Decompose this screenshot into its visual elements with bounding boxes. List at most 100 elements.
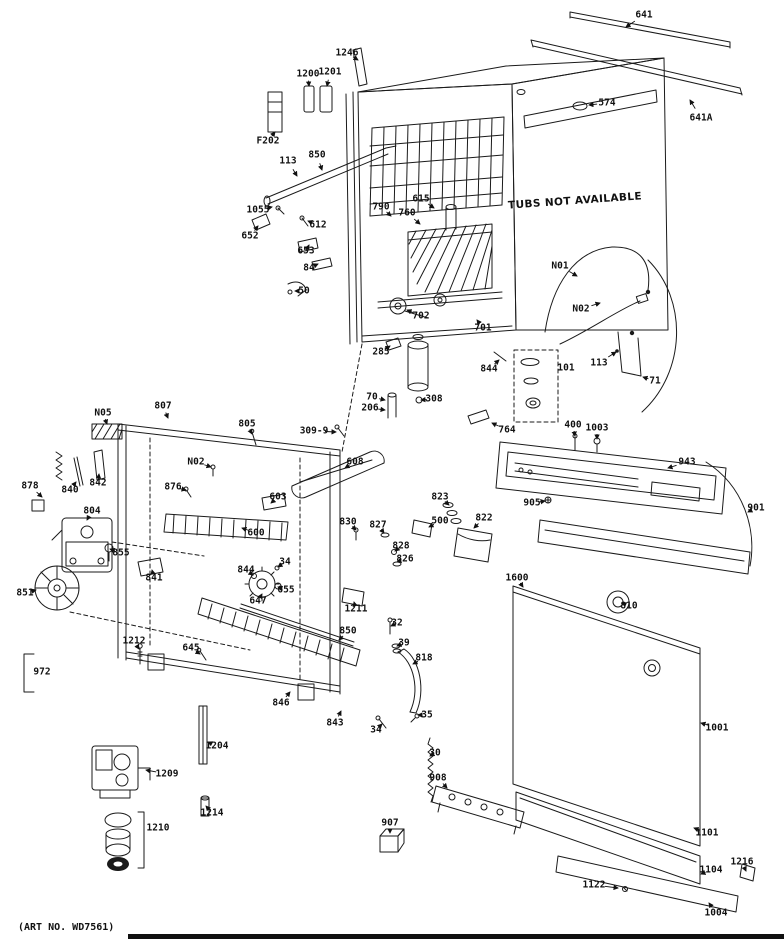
leader-line — [693, 827, 701, 833]
leader-line — [270, 498, 277, 504]
leader-line — [253, 225, 259, 232]
leader-line — [205, 805, 211, 812]
part-label: 645 — [182, 642, 200, 654]
part-label: 647 — [249, 595, 267, 607]
part-label: 810 — [620, 600, 638, 612]
leader-line — [257, 593, 263, 600]
part-label: 826 — [396, 553, 414, 565]
part-label: 1209 — [155, 768, 179, 780]
part-label: 641 — [635, 9, 653, 21]
leader-line — [747, 507, 754, 513]
hoses-and-harness — [544, 246, 677, 413]
part-label: 804 — [83, 505, 101, 517]
part-label: 1055 — [246, 204, 270, 216]
part-label: 850 — [308, 149, 326, 161]
door-panel — [512, 585, 701, 847]
part-label: 285 — [372, 346, 390, 358]
leader-line — [285, 691, 291, 698]
part-label: 846 — [272, 697, 290, 709]
leader-line — [180, 486, 187, 492]
leader-line — [741, 865, 747, 872]
part-label: 641A — [689, 112, 713, 124]
leader-line — [588, 101, 598, 108]
leader-line — [207, 741, 214, 747]
part-label: 1104 — [699, 864, 723, 876]
part-label: 822 — [475, 512, 493, 524]
leader-line — [443, 499, 450, 506]
leader-line — [604, 884, 619, 891]
part-label: 574 — [598, 97, 616, 109]
motor-and-pump — [31, 423, 164, 611]
footer-rule — [128, 934, 784, 939]
leader-line — [247, 428, 253, 435]
part-label: 760 — [398, 207, 416, 219]
part-label: 830 — [339, 516, 357, 528]
part-label: 500 — [431, 515, 449, 527]
part-label: N02 — [187, 456, 205, 468]
part-label: 850 — [339, 625, 357, 637]
part-label: 855 — [112, 547, 130, 559]
part-label: 400 — [564, 419, 582, 431]
part-label: 851 — [16, 587, 34, 599]
leader-line — [270, 131, 276, 138]
art-number: (ART NO. WD7561) — [18, 922, 115, 933]
part-label: 840 — [61, 484, 79, 496]
leader-line — [689, 99, 696, 109]
leader-line — [428, 522, 435, 528]
part-label: 843 — [326, 717, 344, 729]
part-label: 878 — [21, 480, 39, 492]
part-label: 1204 — [205, 740, 229, 752]
leader-line — [336, 710, 342, 717]
leader-line — [708, 902, 714, 909]
part-label: 655 — [277, 584, 295, 596]
part-label: 612 — [309, 219, 327, 231]
part-label: 1246 — [335, 47, 359, 59]
part-label: F202 — [256, 135, 280, 147]
leader-line — [385, 210, 392, 217]
leader-line — [312, 263, 319, 269]
leader-line — [396, 641, 403, 647]
part-label: 818 — [415, 652, 433, 664]
leader-line — [427, 203, 435, 209]
part-label: 1216 — [730, 856, 754, 868]
part-label: 1200 — [296, 68, 320, 80]
part-label: 943 — [678, 456, 696, 468]
part-label: 615 — [412, 193, 430, 205]
part-label: 1201 — [318, 66, 342, 78]
part-label: 842 — [89, 477, 107, 489]
leader-line — [194, 649, 201, 655]
access-panel — [515, 791, 701, 885]
leader-line — [134, 643, 140, 650]
leader-line — [109, 548, 116, 554]
part-label: 1122 — [582, 879, 606, 891]
part-label: 652 — [241, 230, 259, 242]
part-label: 34 — [370, 724, 382, 736]
part-label: 844 — [237, 564, 255, 576]
part-label: 206 — [361, 402, 379, 414]
leader-line — [277, 586, 284, 592]
part-label: 907 — [381, 817, 399, 829]
leader-line — [621, 602, 628, 608]
leader-line — [379, 527, 385, 534]
escutcheon-panel — [495, 441, 753, 575]
part-label: 101 — [557, 362, 575, 374]
frame-assembly — [69, 343, 363, 701]
part-label: 901 — [747, 502, 765, 514]
leader-line — [36, 491, 43, 498]
leader-line — [406, 309, 414, 315]
part-label: 841 — [145, 572, 163, 584]
leader-line — [476, 319, 482, 326]
leader-line — [518, 581, 524, 588]
leader-line — [491, 422, 499, 428]
center-hardware — [23, 428, 493, 869]
leader-line — [338, 634, 345, 641]
part-label: 34 — [279, 556, 291, 568]
leader-line — [493, 359, 500, 366]
leader-line — [163, 412, 169, 419]
leader-line — [700, 869, 707, 875]
leader-line — [247, 570, 254, 576]
tub-assembly — [345, 47, 669, 377]
part-label: 35 — [421, 709, 433, 721]
